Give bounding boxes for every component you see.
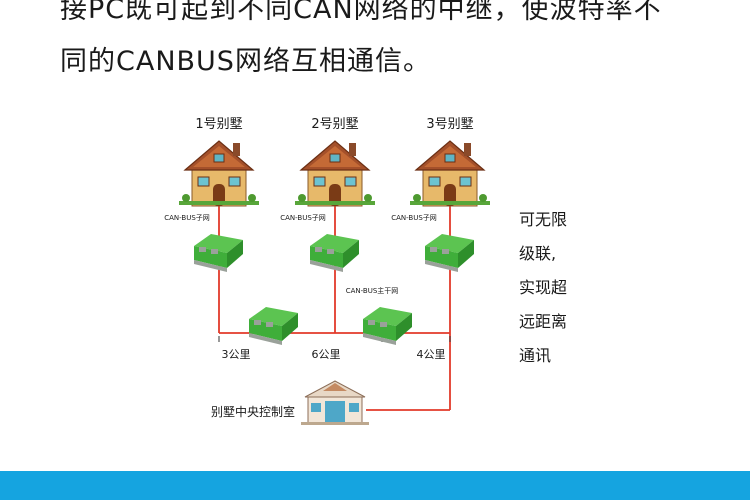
villa-3-house-icon [409, 140, 491, 207]
side-note-line-1: 可无限 [519, 210, 568, 229]
intro-text: 接PC既可起到不同CAN网络的中继，使波特率不 同的CANBUS网络互相通信。 [60, 0, 700, 88]
villa-2-subnet-label: CAN-BUS子网 [280, 214, 326, 222]
distance-3: 4公里 [417, 348, 446, 361]
side-note-line-5: 通讯 [519, 346, 552, 365]
trunk-repeater-module-2 [363, 307, 412, 345]
distance-1: 3公里 [222, 348, 251, 361]
control-room-label: 别墅中央控制室 [211, 404, 295, 419]
bus-lines [218, 200, 451, 411]
trunk-repeater-module-1 [249, 307, 298, 345]
villa-1-subnet-label: CAN-BUS子网 [164, 214, 210, 222]
villa-2-title: 2号别墅 [311, 117, 358, 132]
villa-1-title: 1号别墅 [195, 117, 242, 132]
side-note-line-3: 实现超 [519, 278, 568, 297]
villa-1-gateway-module [194, 234, 243, 272]
villa-2-house-icon [294, 140, 376, 207]
intro-line-2: 同的CANBUS网络互相通信。 [60, 46, 431, 77]
villa-2-gateway-module [310, 234, 359, 272]
villa-3-title: 3号别墅 [426, 117, 473, 132]
intro-line-1: 接PC既可起到不同CAN网络的中继，使波特率不 [60, 0, 662, 25]
control-room-icon [301, 380, 369, 425]
villa-3-subnet-label: CAN-BUS子网 [391, 214, 437, 222]
side-note: 可无限 级联, 实现超 远距离 通讯 [519, 203, 589, 373]
villa-1-house-icon [178, 140, 260, 207]
side-note-line-4: 远距离 [519, 312, 568, 331]
side-note-line-2: 级联, [519, 244, 557, 263]
trunk-label: CAN-BUS主干网 [346, 286, 399, 295]
footer-bar [0, 471, 750, 500]
distance-2: 6公里 [312, 348, 341, 361]
villa-3-gateway-module [425, 234, 474, 272]
